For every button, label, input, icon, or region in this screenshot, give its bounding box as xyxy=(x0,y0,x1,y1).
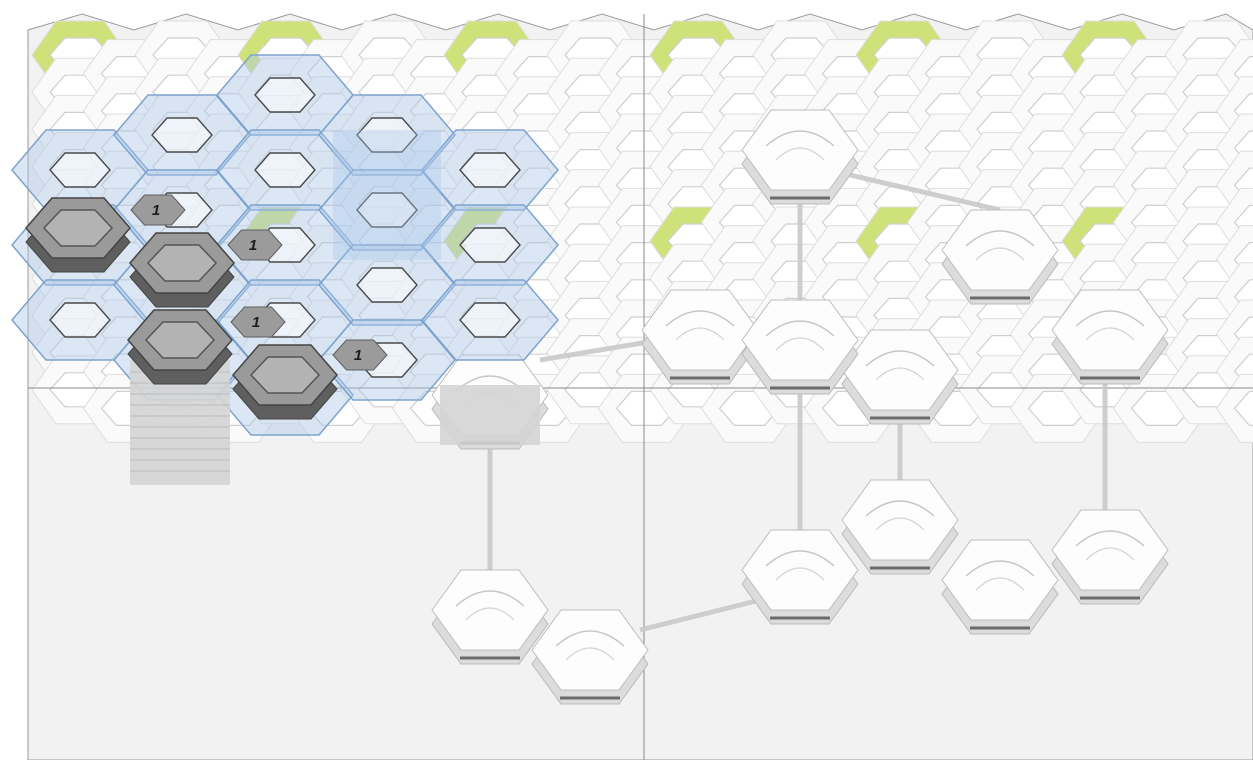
number-badge-label: 1 xyxy=(252,314,260,331)
stack-column xyxy=(440,385,540,445)
number-badge-label: 1 xyxy=(152,202,160,219)
overlay-column xyxy=(333,130,441,260)
number-badge-label: 1 xyxy=(354,347,362,364)
number-badge-label: 1 xyxy=(249,237,257,254)
